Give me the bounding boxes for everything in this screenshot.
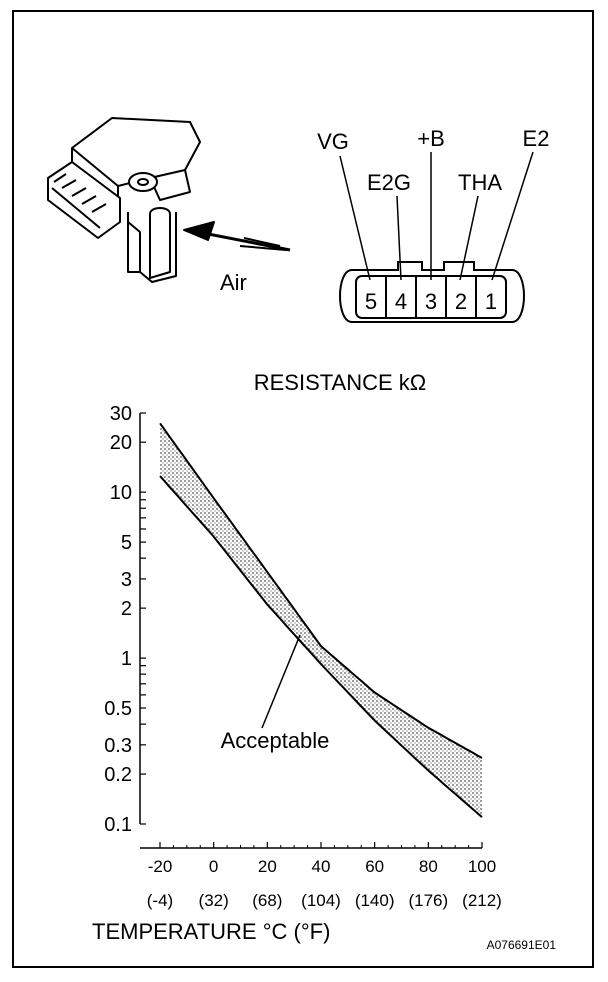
figure-code: A076691E01 [487,938,557,952]
y-tick-label: 0.2 [104,764,132,786]
upper-limit-curve [159,422,483,759]
x-tick-label-celsius: 100 [468,857,496,876]
acceptable-band [160,423,482,818]
pin-3-number: 3 [425,289,437,314]
annotation-leader [261,634,301,729]
pin-label-e2g: E2G [367,170,411,195]
y-tick-label: 2 [121,598,132,620]
x-tick-label-celsius: 40 [312,857,331,876]
pin-label-e2: E2 [523,126,550,151]
x-tick-label-celsius: 20 [258,857,277,876]
pin-label-vg: VG [317,129,349,154]
pin-4-number: 4 [395,289,407,314]
x-tick-label-celsius: -20 [148,857,173,876]
pin-5-number: 5 [365,289,377,314]
chart-x-axis-title: TEMPERATURE °C (°F) [92,919,330,944]
pin-label-plus-b: +B [417,126,445,151]
y-tick-label: 3 [121,569,132,591]
x-tick-label-fahrenheit: (140) [355,891,395,910]
y-tick-label: 0.5 [104,698,132,720]
air-label: Air [220,270,247,295]
acceptable-annotation: Acceptable [221,728,330,753]
air-flow-sensor-drawing [47,117,291,283]
x-tick-label-fahrenheit: (104) [301,891,341,910]
x-tick-label-fahrenheit: (176) [408,891,448,910]
y-tick-label: 10 [110,482,132,504]
resistance-chart: 30 20 10 5 3 2 1 0.5 0.3 0.2 0.1 -20 (-4) 0 (32) 20 (68… [104,403,502,910]
y-tick-label: 20 [110,432,132,454]
lower-limit-curve [159,475,483,818]
pin-1-number: 1 [485,289,497,314]
pin-label-tha: THA [458,170,502,195]
y-tick-label: 30 [110,403,132,425]
x-tick-label-fahrenheit: (212) [462,891,502,910]
x-tick-label-celsius: 60 [365,857,384,876]
x-tick-label-fahrenheit: (32) [199,891,229,910]
chart-y-axis-title: RESISTANCE kΩ [254,370,427,395]
y-tick-label: 1 [121,648,132,670]
y-tick-label: 5 [121,532,132,554]
x-tick-label-celsius: 80 [419,857,438,876]
y-tick-label: 0.1 [104,814,132,836]
x-tick-label-celsius: 0 [209,857,218,876]
pin-2-number: 2 [455,289,467,314]
x-tick-label-fahrenheit: (68) [252,891,282,910]
y-tick-label: 0.3 [104,735,132,757]
connector-pinout [339,151,534,323]
x-tick-label-fahrenheit: (-4) [147,891,173,910]
